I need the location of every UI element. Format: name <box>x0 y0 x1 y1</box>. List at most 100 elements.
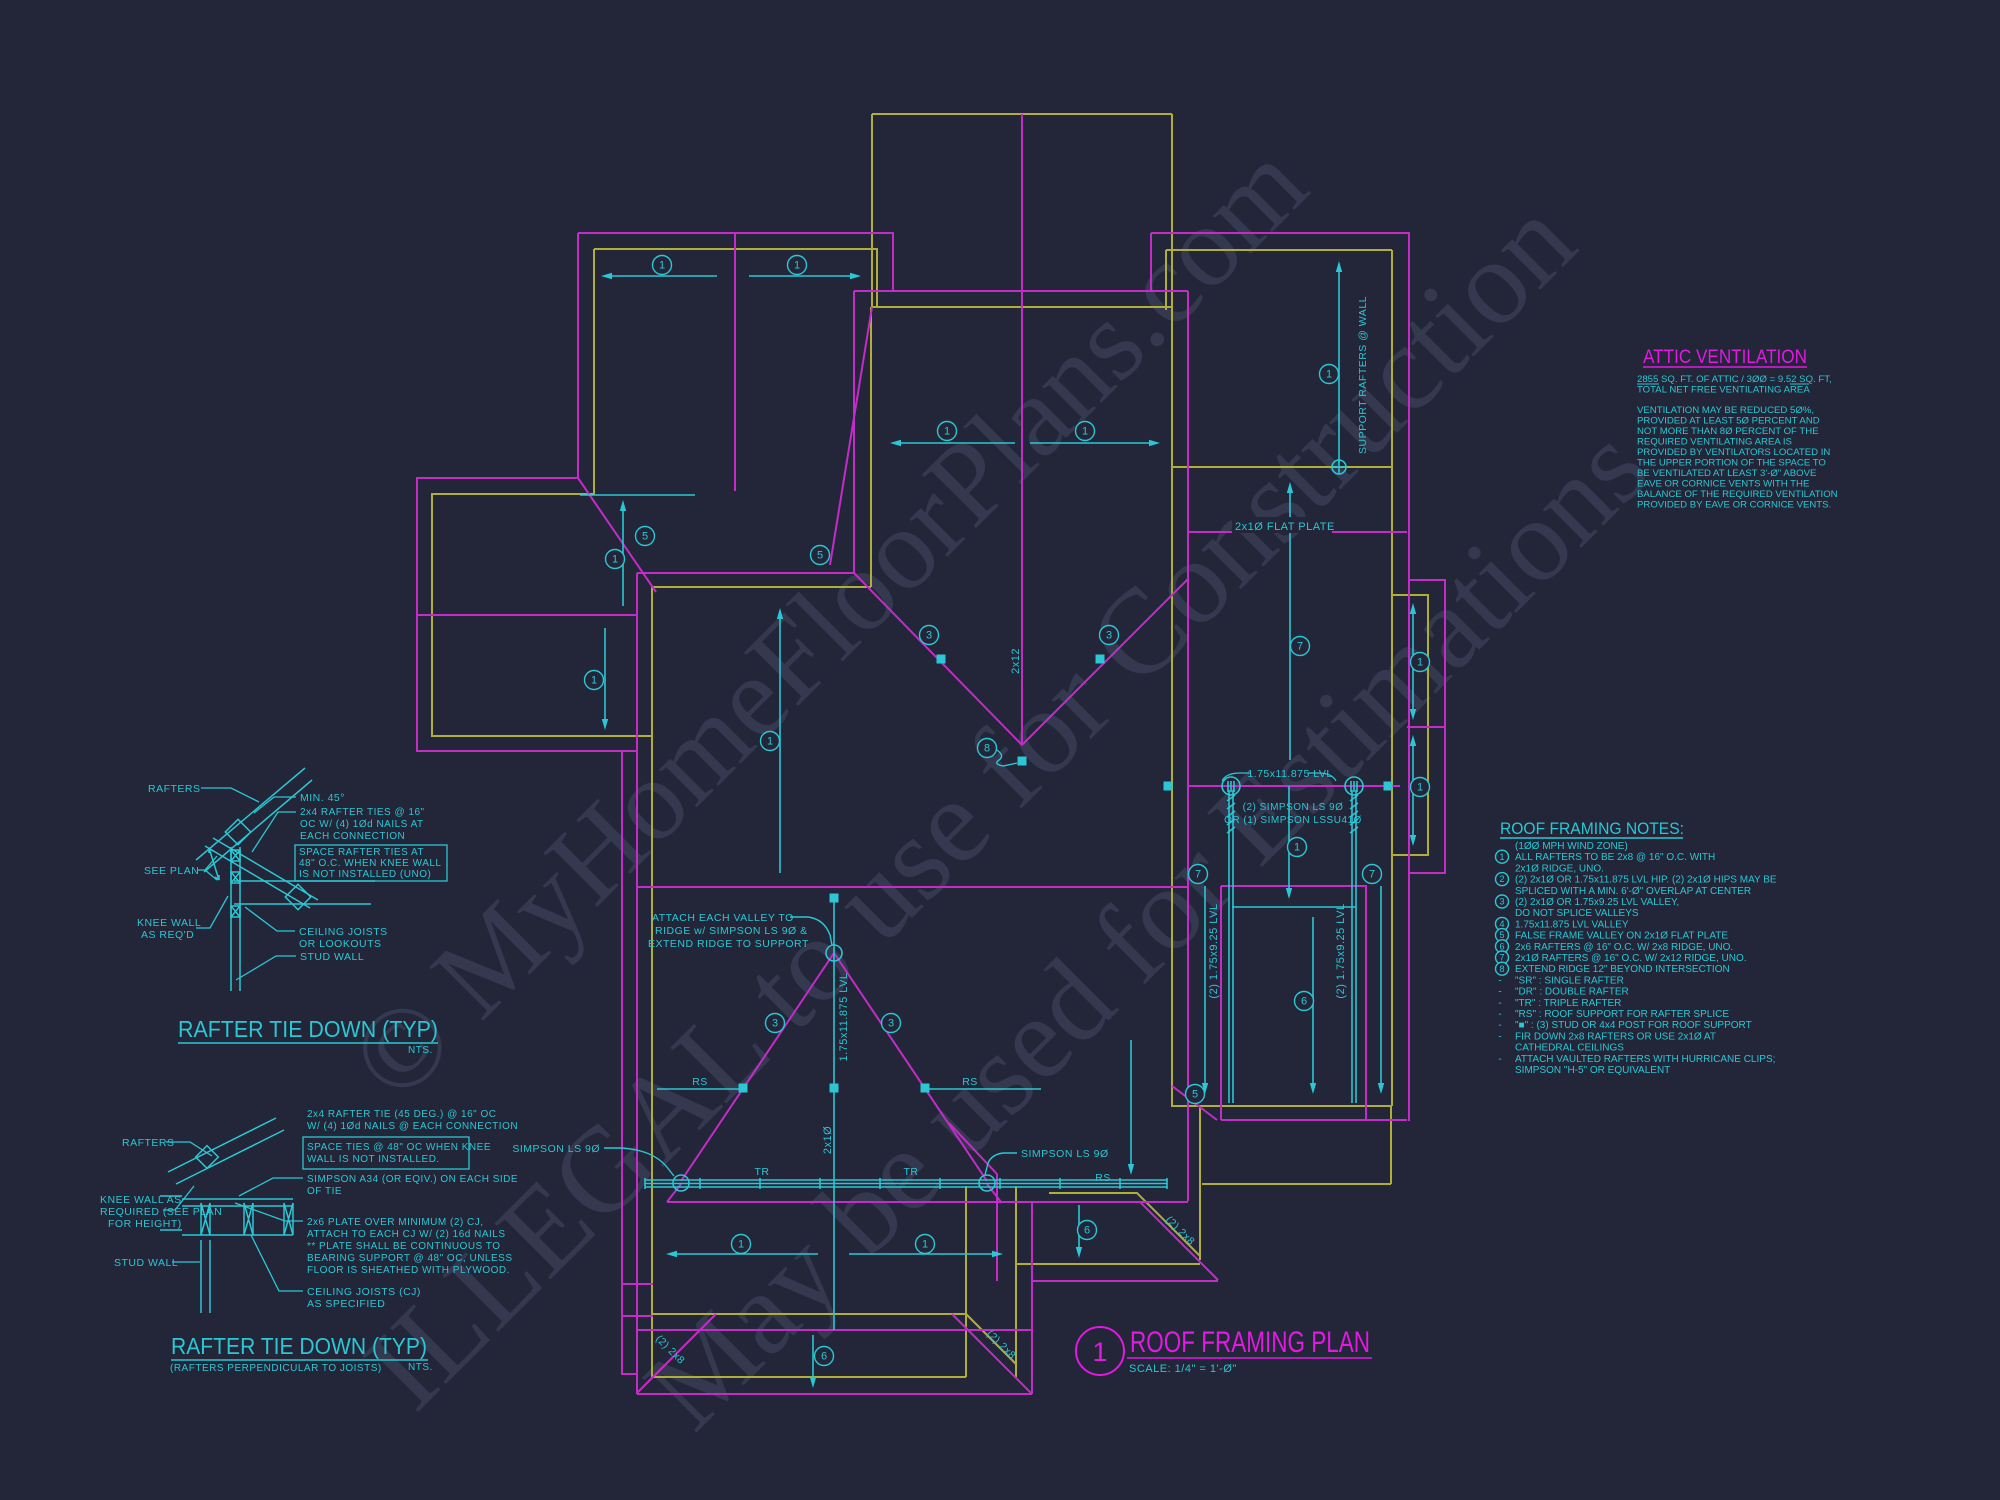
svg-text:1: 1 <box>659 260 665 272</box>
svg-text:2: 2 <box>1499 874 1504 884</box>
svg-text:SPLICED WITH A MIN. 6'-Ø" OVER: SPLICED WITH A MIN. 6'-Ø" OVERLAP AT CEN… <box>1515 886 1751 897</box>
svg-text:2855 SQ. FT. OF ATTIC / 3ØØ =: 2855 SQ. FT. OF ATTIC / 3ØØ = 9.52 SQ. F… <box>1637 374 1832 385</box>
svg-text:SPACE RAFTER TIES AT: SPACE RAFTER TIES AT <box>299 847 424 858</box>
svg-text:1: 1 <box>922 1239 928 1251</box>
svg-text:(2) 2x1Ø OR 1.75x9.25 LVL VALL: (2) 2x1Ø OR 1.75x9.25 LVL VALLEY, <box>1515 897 1679 908</box>
svg-text:6: 6 <box>1084 1225 1090 1237</box>
svg-text:PROVIDED BY VENTILATORS LOCATE: PROVIDED BY VENTILATORS LOCATED IN <box>1637 447 1830 458</box>
svg-text:1: 1 <box>1417 657 1423 669</box>
svg-text:NTS.: NTS. <box>408 1362 433 1373</box>
svg-text:(2) 2x1Ø OR 1.75x11.875 LVL HI: (2) 2x1Ø OR 1.75x11.875 LVL HIP. (2) 2x1… <box>1515 875 1777 886</box>
svg-text:FLOOR IS SHEATHED WITH PLYWOOD: FLOOR IS SHEATHED WITH PLYWOOD. <box>307 1265 510 1276</box>
svg-text:5: 5 <box>1499 930 1504 940</box>
svg-text:EACH CONNECTION: EACH CONNECTION <box>300 831 405 842</box>
svg-text:NTS.: NTS. <box>408 1045 433 1056</box>
svg-text:-: - <box>1498 998 1501 1009</box>
svg-text:2x1Ø RIDGE, UNO.: 2x1Ø RIDGE, UNO. <box>1515 863 1604 874</box>
svg-text:FIR DOWN 2x8 RAFTERS OR USE 2x: FIR DOWN 2x8 RAFTERS OR USE 2x1Ø AT <box>1515 1031 1716 1042</box>
svg-text:7: 7 <box>1369 869 1375 881</box>
svg-text:EAVE OR CORNICE VENTS WITH THE: EAVE OR CORNICE VENTS WITH THE <box>1637 479 1809 490</box>
svg-text:REQUIRED (SEE PLAN: REQUIRED (SEE PLAN <box>100 1206 222 1218</box>
svg-text:SIMPSON "H-5" OR EQUIVALENT: SIMPSON "H-5" OR EQUIVALENT <box>1515 1065 1670 1076</box>
svg-text:5: 5 <box>1192 1089 1198 1101</box>
svg-text:5: 5 <box>642 531 648 543</box>
svg-text:IS NOT INSTALLED (UNO): IS NOT INSTALLED (UNO) <box>299 869 431 880</box>
svg-text:"DR" : DOUBLE RAFTER: "DR" : DOUBLE RAFTER <box>1515 987 1629 998</box>
svg-text:SIMPSON LS 9Ø: SIMPSON LS 9Ø <box>1021 1148 1109 1160</box>
svg-text:1: 1 <box>767 736 773 748</box>
svg-text:2x1Ø RAFTERS @ 16" O.C. W/ 2x1: 2x1Ø RAFTERS @ 16" O.C. W/ 2x12 RIDGE, U… <box>1515 953 1747 964</box>
svg-text:STUD WALL: STUD WALL <box>114 1257 178 1269</box>
svg-text:WALL IS NOT INSTALLED.: WALL IS NOT INSTALLED. <box>307 1154 440 1165</box>
svg-text:EXTEND RIDGE TO SUPPORT: EXTEND RIDGE TO SUPPORT <box>648 938 809 950</box>
svg-text:"RS" : ROOF SUPPORT FOR RAFT: "RS" : ROOF SUPPORT FOR RAFTER SPLICE <box>1515 1009 1729 1020</box>
svg-text:2x4 RAFTER TIE (45 DEG.) @ 16": 2x4 RAFTER TIE (45 DEG.) @ 16" OC <box>307 1109 497 1120</box>
svg-text:2x6 RAFTERS @ 16" O.C. W/ 2x8: 2x6 RAFTERS @ 16" O.C. W/ 2x8 RIDGE, UNO… <box>1515 942 1733 953</box>
svg-text:7: 7 <box>1195 869 1201 881</box>
svg-text:SUPPORT RAFTERS @ WALL: SUPPORT RAFTERS @ WALL <box>1357 296 1369 454</box>
svg-text:-: - <box>1498 1009 1501 1020</box>
svg-text:-: - <box>1498 987 1501 998</box>
svg-text:6: 6 <box>821 1351 827 1363</box>
svg-text:STUD WALL: STUD WALL <box>300 951 364 963</box>
svg-text:6: 6 <box>1301 996 1307 1008</box>
svg-text:(2) SIMPSON LS 9Ø: (2) SIMPSON LS 9Ø <box>1243 802 1344 813</box>
svg-text:"TR" : TRIPLE RAFTER: "TR" : TRIPLE RAFTER <box>1515 998 1621 1009</box>
svg-text:3: 3 <box>1499 897 1504 907</box>
svg-text:1: 1 <box>591 675 597 687</box>
svg-text:-: - <box>1498 1020 1501 1031</box>
svg-text:3: 3 <box>772 1018 778 1030</box>
svg-text:EXTEND RIDGE 12" BEYOND INTERS: EXTEND RIDGE 12" BEYOND INTERSECTION <box>1515 964 1730 975</box>
svg-text:THE UPPER PORTION OF THE SPACE: THE UPPER PORTION OF THE SPACE TO <box>1637 458 1826 469</box>
svg-text:1.75x11.875 LVL: 1.75x11.875 LVL <box>1247 768 1332 780</box>
svg-text:1: 1 <box>738 1239 744 1251</box>
svg-text:ROOF FRAMING NOTES:: ROOF FRAMING NOTES: <box>1500 819 1684 838</box>
svg-text:RAFTERS: RAFTERS <box>148 783 201 795</box>
svg-text:SCALE: 1/4" = 1'-Ø": SCALE: 1/4" = 1'-Ø" <box>1129 1363 1237 1375</box>
svg-text:RAFTER TIE DOWN (TYP): RAFTER TIE DOWN (TYP) <box>178 1016 438 1042</box>
svg-text:8: 8 <box>1499 964 1504 974</box>
svg-text:BE VENTILATED AT LEAST 3'-Ø" A: BE VENTILATED AT LEAST 3'-Ø" ABOVE <box>1637 468 1816 479</box>
svg-text:1: 1 <box>1294 842 1300 854</box>
svg-text:ATTACH EACH VALLEY TO: ATTACH EACH VALLEY TO <box>652 912 794 924</box>
svg-text:CEILING JOISTS (CJ): CEILING JOISTS (CJ) <box>307 1286 421 1298</box>
svg-text:1: 1 <box>1326 369 1332 381</box>
svg-text:1: 1 <box>944 426 950 438</box>
svg-text:2x1Ø: 2x1Ø <box>822 1126 834 1154</box>
svg-text:TR: TR <box>904 1166 919 1178</box>
svg-text:SEE PLAN: SEE PLAN <box>144 865 199 877</box>
svg-text:SPACE TIES @ 48" OC WHEN KNEE: SPACE TIES @ 48" OC WHEN KNEE <box>307 1142 491 1153</box>
svg-text:OR LOOKOUTS: OR LOOKOUTS <box>299 938 382 950</box>
svg-text:DO NOT SPLICE VALLEYS: DO NOT SPLICE VALLEYS <box>1515 908 1639 919</box>
svg-text:1: 1 <box>1092 1337 1107 1367</box>
svg-text:RS: RS <box>1095 1172 1111 1184</box>
svg-text:TOTAL NET FREE VENTILATING ARE: TOTAL NET FREE VENTILATING AREA <box>1637 385 1810 396</box>
svg-text:SIMPSON A34 (OR EQIV.) ON EACH: SIMPSON A34 (OR EQIV.) ON EACH SIDE <box>307 1174 518 1185</box>
svg-text:OR (1) SIMPSON LSSU41Ø: OR (1) SIMPSON LSSU41Ø <box>1224 815 1362 826</box>
svg-text:(1ØØ MPH WIND ZONE): (1ØØ MPH WIND ZONE) <box>1515 841 1628 852</box>
svg-text:5: 5 <box>817 550 823 562</box>
svg-text:AS REQ'D: AS REQ'D <box>141 929 194 941</box>
svg-text:6: 6 <box>1499 941 1504 951</box>
svg-text:2x4 RAFTER TIES @ 16": 2x4 RAFTER TIES @ 16" <box>300 807 425 818</box>
svg-text:FALSE FRAME VALLEY ON 2x1Ø FLA: FALSE FRAME VALLEY ON 2x1Ø FLAT PLATE <box>1515 931 1728 942</box>
svg-text:2x1Ø FLAT PLATE: 2x1Ø FLAT PLATE <box>1235 521 1335 533</box>
svg-text:2x6 PLATE OVER MINIMUM (2) CJ,: 2x6 PLATE OVER MINIMUM (2) CJ, <box>307 1217 484 1228</box>
svg-text:"SR" : SINGLE RAFTER: "SR" : SINGLE RAFTER <box>1515 975 1624 986</box>
svg-text:(2) 1.75x9.25 LVL: (2) 1.75x9.25 LVL <box>1335 903 1347 998</box>
svg-text:(RAFTERS PERPENDICULAR TO JOIS: (RAFTERS PERPENDICULAR TO JOISTS) <box>170 1363 382 1374</box>
svg-text:3: 3 <box>888 1018 894 1030</box>
svg-text:ATTACH TO EACH CJ W/ (2) 16d N: ATTACH TO EACH CJ W/ (2) 16d NAILS <box>307 1229 506 1240</box>
svg-text:4: 4 <box>1499 919 1504 929</box>
svg-text:1: 1 <box>1417 782 1423 794</box>
svg-text:"■" : (3) STUD OR 4x4 POST: "■" : (3) STUD OR 4x4 POST FOR ROOF SUPP… <box>1515 1020 1752 1031</box>
svg-text:RS: RS <box>962 1076 978 1088</box>
svg-text:** PLATE SHALL BE CONTINUOUS T: ** PLATE SHALL BE CONTINUOUS TO <box>307 1241 501 1252</box>
svg-text:FOR HEIGHT): FOR HEIGHT) <box>108 1218 182 1230</box>
svg-text:OC W/ (4) 1Ød NAILS AT: OC W/ (4) 1Ød NAILS AT <box>300 819 424 830</box>
svg-text:AS SPECIFIED: AS SPECIFIED <box>307 1298 385 1310</box>
svg-text:1.75x11.875 LVL VALLEY: 1.75x11.875 LVL VALLEY <box>1515 919 1629 930</box>
svg-text:-: - <box>1498 1031 1501 1042</box>
svg-text:-: - <box>1498 975 1501 986</box>
svg-text:CATHEDRAL CEILINGS: CATHEDRAL CEILINGS <box>1515 1043 1624 1054</box>
